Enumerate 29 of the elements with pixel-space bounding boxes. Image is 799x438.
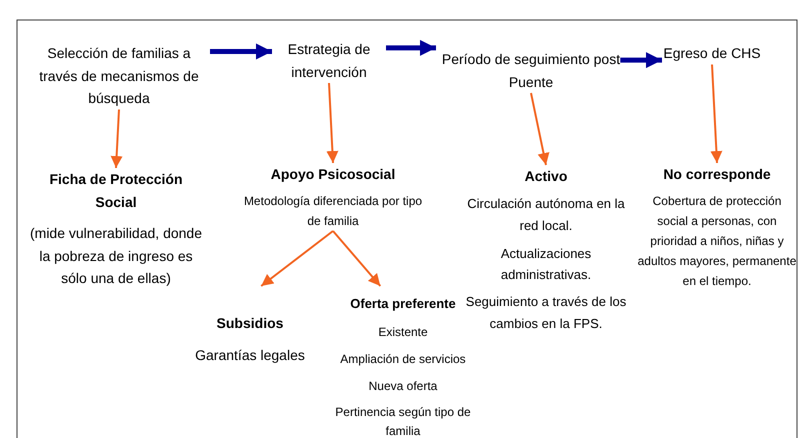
node-heading: Activo bbox=[524, 167, 568, 186]
node-heading: Ficha de Protección Social bbox=[48, 170, 184, 212]
node-description: Existente bbox=[377, 324, 429, 341]
node-description: Circulación autónoma en la red local. bbox=[466, 195, 626, 235]
arrow bbox=[210, 43, 272, 60]
arrow bbox=[326, 82, 338, 164]
node-label: Selección de familias a través de mecanismos de búsqueda bbox=[38, 44, 200, 108]
node-description: Ampliación de servicios bbox=[339, 351, 467, 368]
node-description: Garantías legales bbox=[194, 346, 306, 365]
node-label: Estrategia de intervención bbox=[286, 40, 372, 82]
arrow bbox=[260, 230, 334, 287]
node-description: Pertinencia según tipo de familia bbox=[334, 404, 472, 438]
node-description: Actualizaciones administrativas. bbox=[500, 245, 592, 284]
arrow bbox=[530, 92, 550, 166]
node-label: Período de seguimiento post Puente bbox=[440, 50, 622, 92]
arrow bbox=[620, 52, 662, 68]
node-description: Metodología diferenciada por tipo de familia bbox=[242, 193, 424, 230]
arrow bbox=[710, 64, 722, 164]
node-heading: Subsidios bbox=[216, 314, 284, 333]
node-description: Seguimiento a través de los cambios en la FPS. bbox=[464, 293, 628, 333]
node-heading: Apoyo Psicosocial bbox=[270, 165, 396, 184]
arrow bbox=[110, 109, 123, 168]
node-description: (mide vulnerabilidad, donde la pobreza de ingreso es sólo una de ellas) bbox=[29, 224, 203, 288]
node-label: Egreso de CHS bbox=[662, 44, 762, 63]
node-description: Nueva oferta bbox=[368, 378, 438, 395]
node-description: Cobertura de protección social a personas, con prioridad a niños, niñas y adultos mayores, permanente en el tiempo. bbox=[636, 193, 798, 290]
arrow bbox=[332, 230, 382, 287]
arrow bbox=[386, 40, 436, 56]
node-heading: No corresponde bbox=[662, 165, 772, 184]
